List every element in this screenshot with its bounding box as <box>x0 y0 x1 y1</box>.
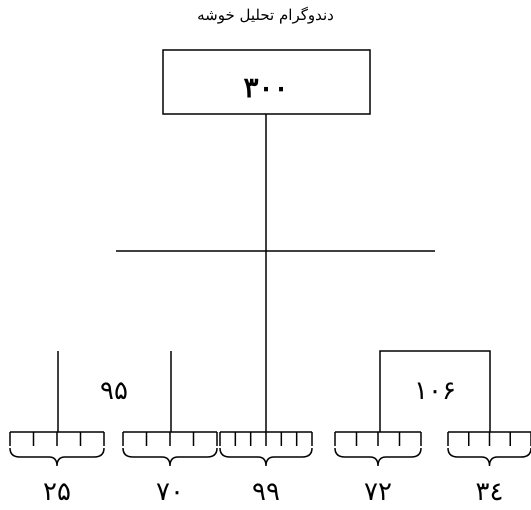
leaf-brace <box>9 447 105 467</box>
leaf-group-3: ۹۹ <box>219 431 313 507</box>
diagram-title: دندوگرام تحلیل خوشه <box>197 6 334 24</box>
leaf-group-2: ۷۰ <box>122 431 218 507</box>
leaf-label: ۳٤ <box>476 477 504 507</box>
leaf-group-4: ۷۲ <box>334 431 422 507</box>
subcluster-box <box>379 350 491 432</box>
inner-label-left: ۹۵ <box>100 376 128 406</box>
leaf-comb <box>122 431 218 446</box>
leaf-comb <box>334 431 422 446</box>
leaf-group-5: ۳٤ <box>447 431 531 507</box>
leaf-brace <box>122 447 218 467</box>
leaf-groups: ۲۵ ۷۰ ۹۹ ۷۲ ۳٤ <box>9 431 531 507</box>
leaf-brace <box>219 447 313 467</box>
inner-label-right: ۱۰۶ <box>414 376 456 406</box>
leaf-comb <box>219 431 313 446</box>
leaf-label: ۷۰ <box>156 477 184 507</box>
leaf-comb <box>9 431 105 446</box>
leaf-brace <box>447 447 531 467</box>
root-value: ۳۰۰ <box>243 71 288 104</box>
leaf-label: ۲۵ <box>43 477 71 507</box>
leaf-brace <box>334 447 422 467</box>
leaf-label: ۷۲ <box>364 477 392 507</box>
root-box <box>162 49 371 115</box>
leaf-group-1: ۲۵ <box>9 431 105 507</box>
leaf-comb <box>447 431 531 446</box>
leaf-label: ۹۹ <box>252 477 280 507</box>
